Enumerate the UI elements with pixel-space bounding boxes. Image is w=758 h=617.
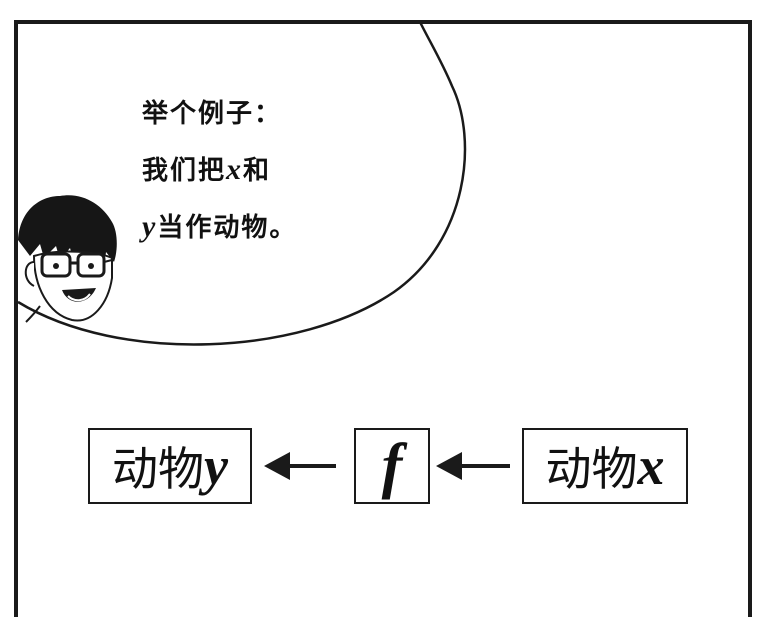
speech-balloon [17,21,467,346]
speech-variable-x: x [226,153,244,186]
arrow-left-icon [436,452,510,480]
function-box-variable: f [381,431,403,500]
character-face-icon [18,195,117,323]
function-box-f: f [354,428,430,504]
speech-line-2-suffix: 和 [243,156,272,186]
speech-line-1-text: 举个例子： [142,99,283,129]
arrow-left-icon [264,452,336,480]
output-box-label: 动物 [112,442,205,496]
speech-variable-y: y [142,210,158,243]
input-box-variable: x [637,436,665,496]
speech-text: 举个例子： 我们把x和 y当作动物。 [142,86,297,256]
speech-line-3: y当作动物。 [142,199,297,256]
speech-line-2-prefix: 我们把 [142,156,227,186]
input-box-label: 动物 [545,442,638,496]
speech-line-1: 举个例子： [142,86,297,142]
output-box-variable: y [204,436,228,496]
speech-line-2: 我们把x和 [142,142,297,199]
speech-line-3-text: 当作动物。 [157,213,298,243]
panel-border [14,20,752,617]
